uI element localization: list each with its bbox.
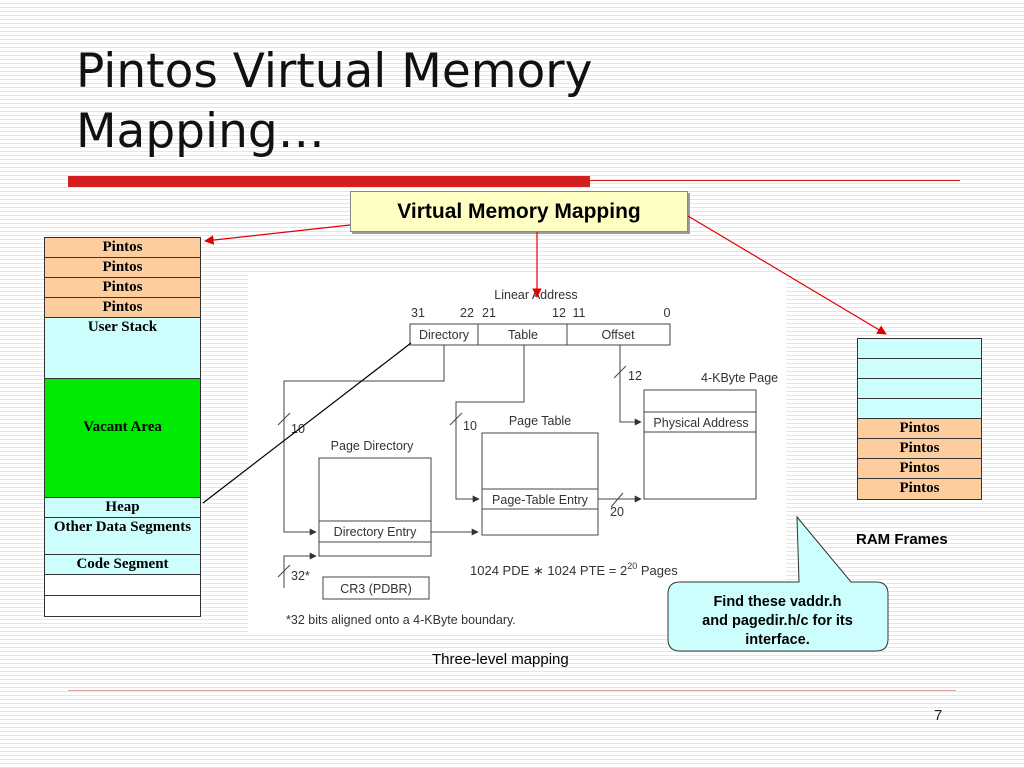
page-table-entry: Page-Table Entry (492, 493, 589, 507)
directory-field: Directory (419, 328, 470, 342)
paging-diagram: Linear Address 31 22 21 12 11 0 Director… (277, 288, 778, 627)
offset-connector (619, 345, 642, 426)
page-4k-label: 4-KByte Page (701, 371, 778, 385)
bits-10-directory: 10 (291, 422, 305, 436)
slide-title: Pintos Virtual Memory Mapping… (76, 42, 776, 162)
memory-segment: Pintos (45, 278, 200, 298)
memory-segment: Heap (45, 498, 200, 518)
memory-segment: Pintos (45, 298, 200, 318)
alignment-footnote: *32 bits aligned onto a 4-KByte boundary… (286, 613, 516, 627)
arrow-to-memory-layout (204, 224, 351, 245)
memory-segment: Pintos (45, 258, 200, 278)
ram-frames-label: RAM Frames (856, 531, 948, 548)
memory-segment (45, 596, 200, 616)
cr3-label: CR3 (PDBR) (340, 582, 412, 596)
page-count-formula: 1024 PDE ∗ 1024 PTE = 220 Pages (470, 561, 678, 578)
bits-20-frame: 20 (610, 505, 624, 519)
directory-entry: Directory Entry (334, 525, 417, 539)
page-4k-box (643, 389, 757, 500)
page-directory-label: Page Directory (331, 439, 414, 453)
interface-note-callout: Find these vaddr.h and pagedir.h/c for i… (668, 593, 887, 650)
ram-frame: Pintos (858, 459, 981, 479)
memory-segment: Code Segment (45, 555, 200, 575)
bit-11-label: 11 (573, 306, 586, 320)
offset-field: Offset (601, 328, 635, 342)
page-directory-box (318, 457, 432, 557)
ram-frame (858, 379, 981, 399)
linear-address-label: Linear Address (494, 288, 577, 302)
memory-segment: Other Data Segments (45, 518, 200, 555)
linear-address-box (409, 323, 671, 346)
bit-12-label: 12 (552, 306, 566, 320)
ram-frame: Pintos (858, 439, 981, 459)
title-underline-bar (68, 176, 590, 187)
cr3-connector (283, 552, 317, 588)
memory-segment: Vacant Area (45, 379, 200, 498)
bits-12-offset: 12 (628, 369, 642, 383)
memory-segment: Pintos (45, 238, 200, 258)
table-connector (455, 345, 525, 503)
bits-10-table: 10 (463, 419, 477, 433)
interface-note-line2: and pagedir.h/c for its (702, 613, 853, 629)
bit-21-label: 21 (482, 306, 496, 320)
bits-32-cr3: 32* (291, 569, 310, 583)
page-table-box (481, 432, 599, 536)
ram-frame: Pintos (858, 479, 981, 499)
physical-address-entry: Physical Address (653, 416, 748, 430)
three-level-mapping-figure: Linear Address 31 22 21 12 11 0 Director… (248, 275, 786, 635)
virtual-memory-mapping-callout: Virtual Memory Mapping (350, 191, 688, 232)
page-table-label: Page Table (509, 414, 571, 428)
memory-segment (45, 575, 200, 596)
ram-frame: Pintos (858, 419, 981, 439)
memory-segment: User Stack (45, 318, 200, 379)
interface-note-line3: interface. (745, 632, 810, 648)
ram-frame (858, 399, 981, 419)
cr3-box (322, 576, 430, 600)
figure-caption: Three-level mapping (432, 651, 569, 668)
title-underline-thin (590, 180, 960, 181)
bit-0-label: 0 (664, 306, 671, 320)
ram-frame (858, 339, 981, 359)
bit-31-label: 31 (411, 306, 425, 320)
footer-divider (68, 690, 956, 691)
ram-frame (858, 359, 981, 379)
slide-title-line2: Mapping… (76, 104, 325, 159)
page-number: 7 (934, 707, 943, 724)
slide-title-line1: Pintos Virtual Memory (76, 44, 593, 99)
interface-note-line1: Find these vaddr.h (713, 594, 842, 610)
bit-22-label: 22 (460, 306, 474, 320)
table-field: Table (508, 328, 538, 342)
